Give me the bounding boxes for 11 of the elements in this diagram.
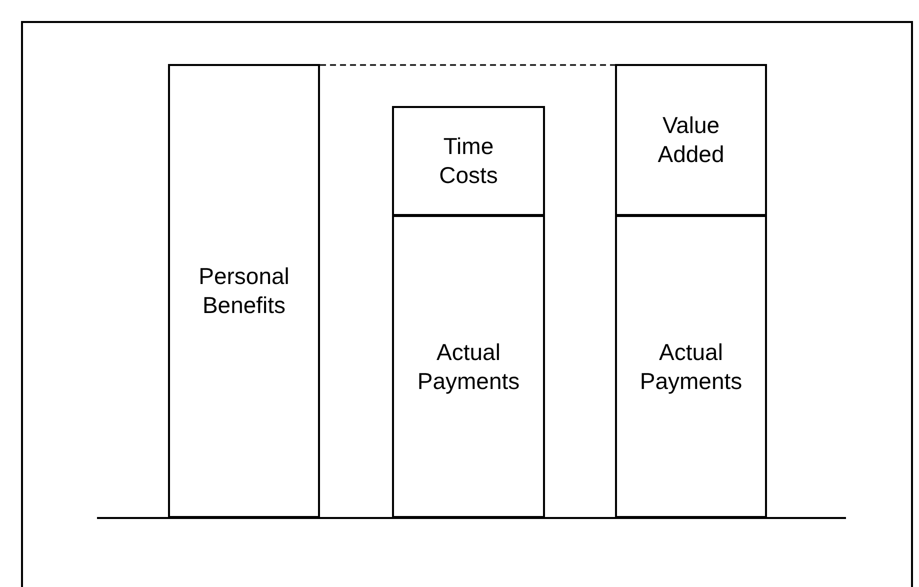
dashed-line <box>320 64 615 66</box>
bar-segment <box>392 106 545 216</box>
bar-segment <box>168 64 320 518</box>
segment-label: Time Costs <box>438 132 499 190</box>
segment-label: Value Added <box>656 111 726 169</box>
segment-label: Actual Payments <box>638 338 744 396</box>
segment-label: Personal Benefits <box>198 262 290 320</box>
segment-label: Actual Payments <box>416 338 521 396</box>
bar-segment <box>615 215 767 518</box>
bar-segment <box>615 64 767 216</box>
bar-segment <box>392 215 545 518</box>
